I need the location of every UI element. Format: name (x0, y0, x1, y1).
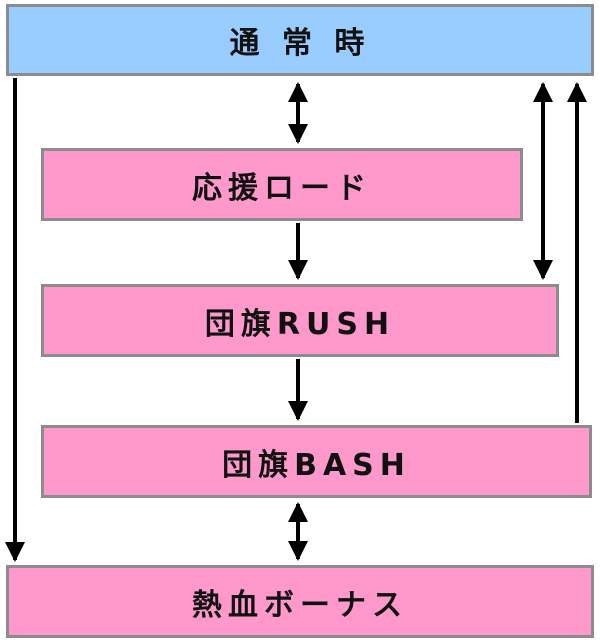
state-nekketsu-bonus: 熱血ボーナス (6, 565, 594, 638)
state-ouen-road: 応援ロード (41, 148, 523, 221)
state-normal-label: 通 常 時 (229, 26, 371, 61)
state-danki-bash-label: 団旗BASH (222, 447, 411, 483)
state-normal: 通 常 時 (6, 4, 594, 76)
state-danki-bash: 団旗BASH (41, 425, 592, 498)
state-ouen-road-label: 応援ロード (192, 170, 372, 206)
state-nekketsu-bonus-label: 熱血ボーナス (192, 587, 408, 623)
state-danki-rush: 団旗RUSH (41, 284, 559, 357)
state-danki-rush-label: 団旗RUSH (204, 306, 396, 342)
